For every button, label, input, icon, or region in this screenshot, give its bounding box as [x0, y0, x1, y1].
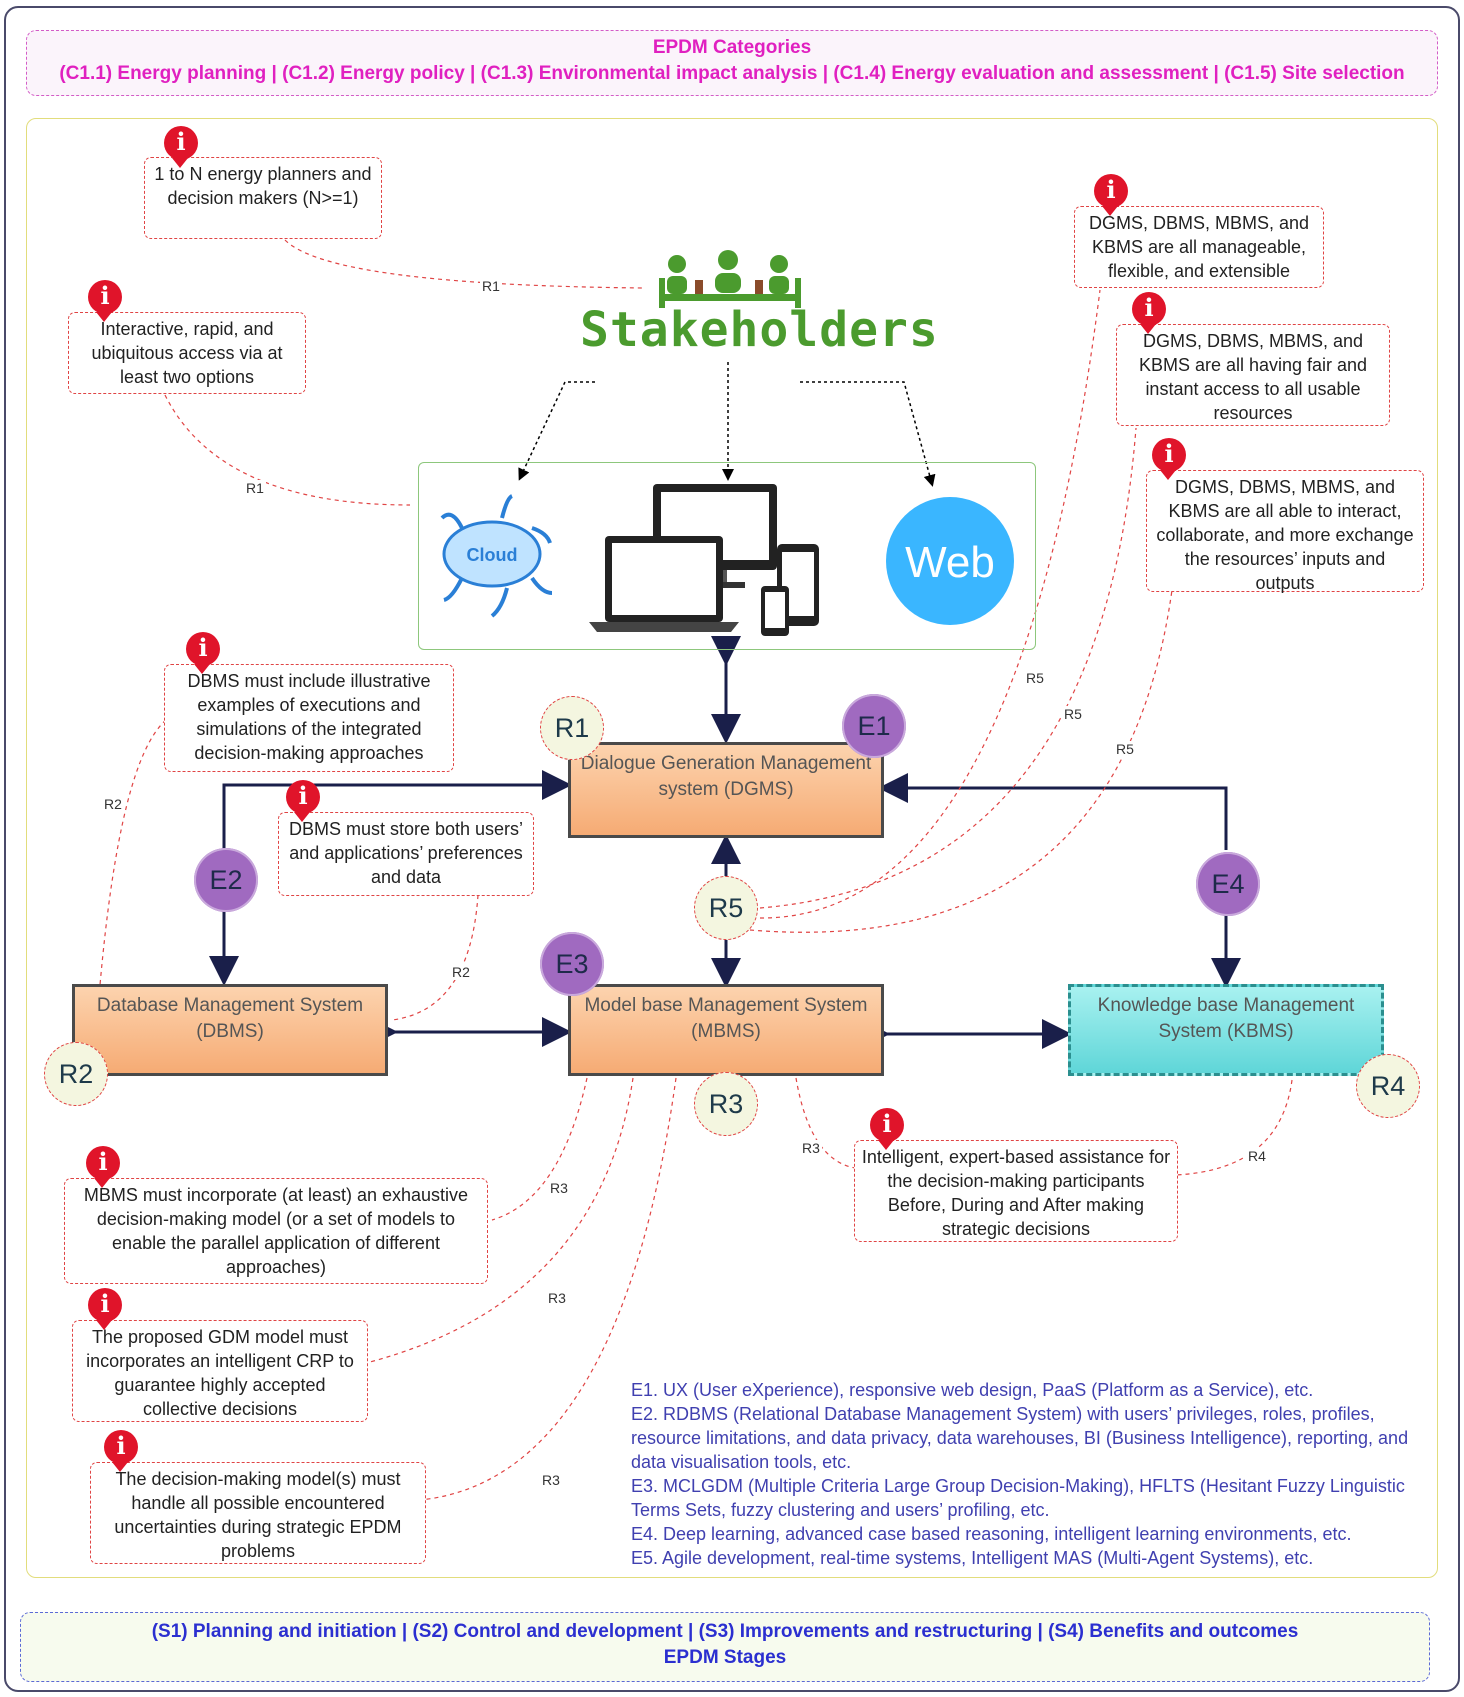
stakeholder-arrows	[518, 362, 936, 487]
legend-e2: E2. RDBMS (Relational Database Managemen…	[631, 1404, 1409, 1472]
info-icon: i	[1094, 174, 1128, 216]
enabler-e2: E2	[194, 848, 258, 912]
requirement-links	[99, 239, 1293, 1501]
requirement-r3: R3	[694, 1072, 758, 1136]
info-icon: i	[1152, 438, 1186, 480]
requirement-r4: R4	[1356, 1054, 1420, 1118]
stakeholders-people-icon	[659, 250, 801, 308]
info-icon: i	[286, 780, 320, 822]
requirement-r2: R2	[44, 1042, 108, 1106]
categories-title: EPDM Categories	[652, 37, 812, 58]
link-label-r1: R1	[480, 278, 502, 294]
legend-e4: E4. Deep learning, advanced case based r…	[631, 1524, 1352, 1544]
info-icon: i	[104, 1430, 138, 1472]
kbms-box: Knowledge base Management System (KBMS)	[1068, 984, 1384, 1076]
enablers-legend: E1. UX (User eXperience), responsive web…	[631, 1378, 1431, 1570]
epdm-stages-box: (S1) Planning and initiation | (S2) Cont…	[20, 1612, 1430, 1682]
note-mbms-model: MBMS must incorporate (at least) an exha…	[64, 1178, 488, 1284]
note-uncertainties: The decision-making model(s) must handle…	[90, 1462, 426, 1564]
devices-icon	[589, 484, 819, 636]
link-label-r3: R3	[546, 1290, 568, 1306]
diagram-frame	[4, 6, 1460, 1692]
stages-list: (S1) Planning and initiation | (S2) Cont…	[151, 1621, 1299, 1642]
dbms-box: Database Management System (DBMS)	[72, 984, 388, 1076]
epdm-categories-box: EPDM Categories (C1.1) Energy planning |…	[26, 30, 1438, 96]
link-label-r3: R3	[540, 1472, 562, 1488]
link-label-r4: R4	[1246, 1148, 1268, 1164]
web-icon: Web	[886, 497, 1014, 625]
info-icon: i	[164, 126, 198, 168]
legend-e3: E3. MCLGDM (Multiple Criteria Large Grou…	[631, 1476, 1405, 1520]
info-icon: i	[870, 1108, 904, 1150]
info-icon: i	[88, 1288, 122, 1330]
link-label-r5: R5	[1114, 741, 1136, 757]
enabler-e4: E4	[1196, 852, 1260, 916]
access-channels-box	[418, 462, 1036, 650]
link-label-r3: R3	[548, 1180, 570, 1196]
link-label-r3: R3	[800, 1140, 822, 1156]
note-fair-access: DGMS, DBMS, MBMS, and KBMS are all havin…	[1116, 324, 1390, 426]
categories-list: (C1.1) Energy planning | (C1.2) Energy p…	[59, 63, 1405, 84]
link-label-r1: R1	[244, 480, 266, 496]
enabler-e3: E3	[540, 932, 604, 996]
stages-title: EPDM Stages	[663, 1647, 787, 1668]
note-dbms-examples: DBMS must include illustrative examples …	[164, 664, 454, 772]
note-planners: 1 to N energy planners and decision make…	[144, 157, 382, 239]
note-interact: DGMS, DBMS, MBMS, and KBMS are all able …	[1146, 470, 1424, 593]
info-icon: i	[86, 1146, 120, 1188]
info-icon: i	[1132, 292, 1166, 334]
enabler-e1: E1	[842, 694, 906, 758]
link-label-r5: R5	[1062, 706, 1084, 722]
note-dbms-store: DBMS must store both users’ and applicat…	[278, 812, 534, 896]
info-icon: i	[88, 280, 122, 322]
requirement-r5: R5	[694, 876, 758, 940]
main-area	[26, 118, 1438, 1578]
system-arrows	[209, 636, 1241, 1049]
legend-e1: E1. UX (User eXperience), responsive web…	[631, 1380, 1314, 1400]
info-icon: i	[186, 632, 220, 674]
link-label-r2: R2	[450, 964, 472, 980]
note-access: Interactive, rapid, and ubiquitous acces…	[68, 312, 306, 394]
cloud-label: Cloud	[467, 545, 518, 565]
link-label-r2: R2	[102, 796, 124, 812]
link-label-r5: R5	[1024, 670, 1046, 686]
note-gdm-crp: The proposed GDM model must incorporates…	[72, 1320, 368, 1422]
dgms-box: Dialogue Generation Management system (D…	[568, 742, 884, 838]
note-manageable: DGMS, DBMS, MBMS, and KBMS are all manag…	[1074, 206, 1324, 288]
web-label: Web	[905, 538, 995, 587]
stakeholders-title: Stakeholders	[580, 302, 939, 358]
requirement-r1: R1	[540, 696, 604, 760]
cloud-icon: Cloud	[440, 494, 553, 618]
legend-e5: E5. Agile development, real-time systems…	[631, 1548, 1314, 1568]
note-assistance: Intelligent, expert-based assistance for…	[854, 1140, 1178, 1242]
mbms-box: Model base Management System (MBMS)	[568, 984, 884, 1076]
